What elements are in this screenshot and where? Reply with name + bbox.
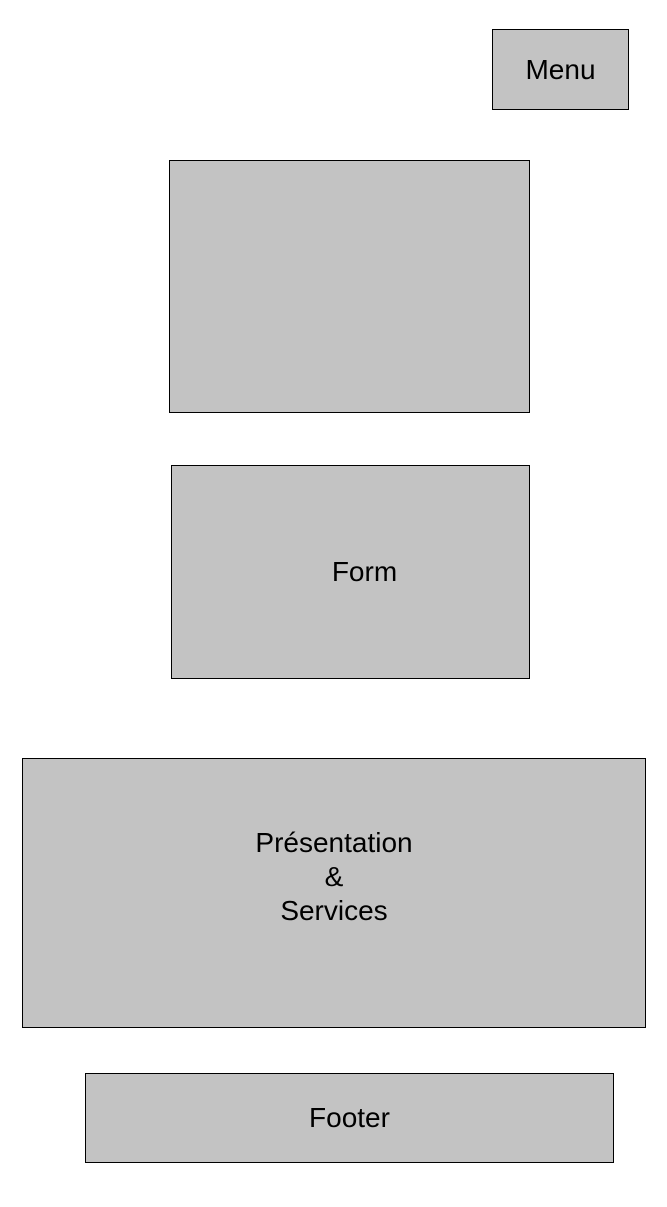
menu-button[interactable]: Menu — [492, 29, 629, 110]
image-placeholder — [169, 160, 530, 413]
presentation-services-section: Présentation & Services — [22, 758, 646, 1028]
footer-section: Footer — [85, 1073, 614, 1163]
form-label: Form — [331, 556, 398, 587]
presentation-label-line-3: Services — [280, 895, 388, 926]
menu-label: Menu — [525, 53, 596, 85]
footer-label: Footer — [309, 1102, 390, 1133]
form-section: Form — [171, 465, 530, 679]
presentation-label-line-1: Présentation — [255, 827, 413, 858]
presentation-label-line-2: & — [324, 861, 344, 892]
